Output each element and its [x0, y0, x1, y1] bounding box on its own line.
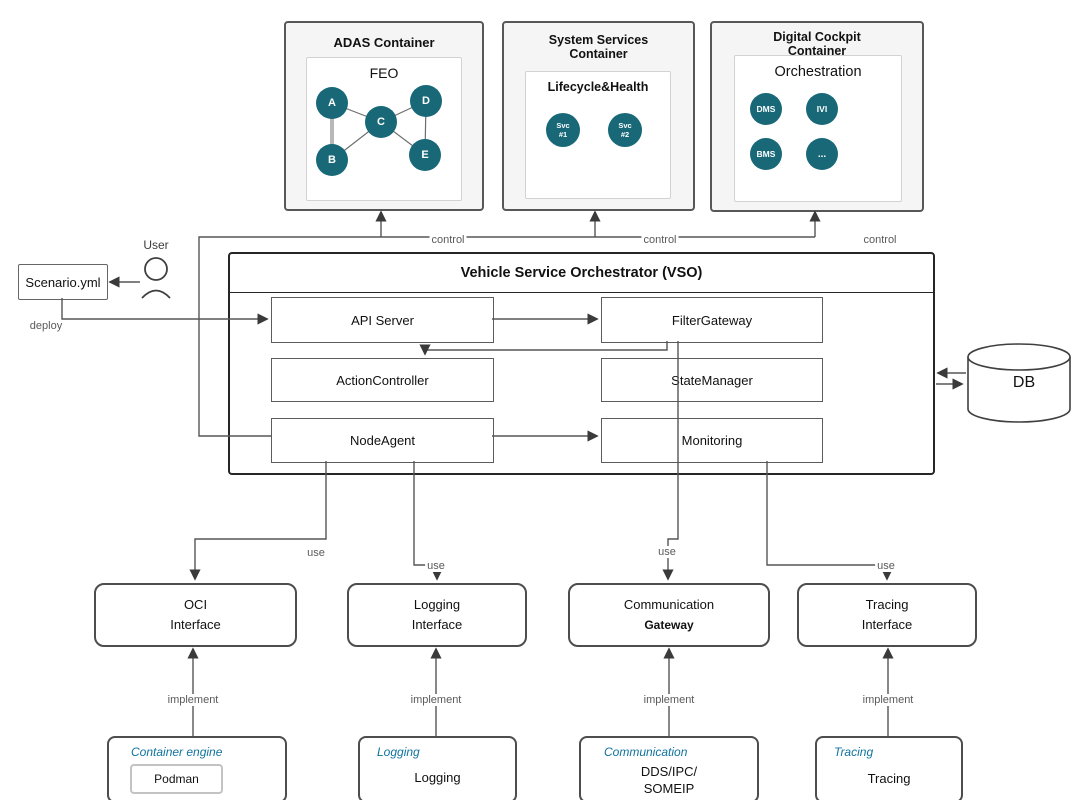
oci-interface-box: OCI Interface: [94, 583, 297, 647]
communication-impl-box: Communication DDS/IPC/ SOMEIP: [579, 736, 759, 800]
implement-label-2: implement: [408, 694, 464, 706]
node-agent-box: NodeAgent: [271, 418, 494, 463]
feo-node-e: E: [409, 139, 441, 171]
tracing-interface-line1: Tracing: [865, 597, 909, 612]
podman-box: Podman: [130, 764, 223, 794]
communication-impl-title: Communication: [604, 745, 688, 759]
bms-node: BMS: [750, 138, 782, 170]
communication-impl-content-line1: DDS/IPC/: [640, 764, 698, 779]
oci-interface-line2: Interface: [170, 617, 221, 632]
adas-container: ADAS Container FEO: [284, 21, 484, 211]
feo-node-d: D: [410, 85, 442, 117]
implement-label-4: implement: [860, 694, 916, 706]
adas-container-title: ADAS Container: [333, 35, 435, 50]
svc2-node: Svc #2: [608, 113, 642, 147]
container-engine-title: Container engine: [131, 745, 223, 759]
scenario-yml-box: Scenario.yml: [18, 264, 108, 300]
system-services-title-line1: System Services: [548, 33, 649, 47]
use-label-1: use: [305, 547, 327, 559]
use-arrow-tracing: [766, 461, 893, 581]
system-services-container: System Services Container Lifecycle&Heal…: [502, 21, 695, 211]
logging-impl-content: Logging: [414, 770, 461, 785]
logging-interface-line1: Logging: [413, 597, 461, 612]
orchestration-title: Orchestration: [774, 64, 862, 80]
communication-impl-content-line2: SOMEIP: [643, 781, 695, 796]
control-label-2: control: [641, 234, 679, 246]
svc2-line2: #2: [620, 130, 630, 139]
use-label-3: use: [656, 546, 678, 558]
feo-title: FEO: [369, 65, 399, 81]
tracing-impl-title: Tracing: [834, 745, 874, 759]
deploy-label: deploy: [27, 320, 65, 332]
use-label-2: use: [425, 560, 447, 572]
orchestration-box: Orchestration: [734, 55, 902, 202]
communication-gateway-box: Communication Gateway: [568, 583, 770, 647]
implement-label-1: implement: [165, 694, 221, 706]
api-server-box: API Server: [271, 297, 494, 343]
logging-impl-title: Logging: [377, 745, 420, 759]
logging-interface-box: Logging Interface: [347, 583, 527, 647]
tracing-interface-line2: Interface: [861, 617, 913, 632]
vso-title: Vehicle Service Orchestrator (VSO): [230, 254, 933, 293]
system-services-title-line2: Container: [569, 47, 628, 61]
logging-interface-line2: Interface: [411, 617, 463, 632]
tracing-impl-content: Tracing: [867, 771, 911, 786]
control-label-3: control: [861, 234, 899, 246]
ivi-node: IVI: [806, 93, 838, 125]
svc1-node: Svc #1: [546, 113, 580, 147]
action-controller-box: ActionController: [271, 358, 494, 402]
digital-cockpit-title-line2: Container: [787, 44, 847, 58]
logging-impl-box: Logging Logging: [358, 736, 517, 800]
digital-cockpit-title-line1: Digital Cockpit: [773, 30, 861, 44]
tracing-impl-box: Tracing Tracing: [815, 736, 963, 800]
container-engine-box: Container engine Podman: [107, 736, 287, 800]
db-label: DB: [1012, 374, 1036, 391]
feo-node-a: A: [316, 87, 348, 119]
tracing-interface-box: Tracing Interface: [797, 583, 977, 647]
oci-interface-line1: OCI: [183, 597, 208, 612]
state-manager-box: StateManager: [601, 358, 823, 402]
lifecycle-health-title: Lifecycle&Health: [547, 80, 649, 94]
use-label-4: use: [875, 560, 897, 572]
user-icon: [141, 257, 171, 299]
control-label-1: control: [429, 234, 467, 246]
implement-label-3: implement: [641, 694, 697, 706]
dms-node: DMS: [750, 93, 782, 125]
filter-gateway-box: FilterGateway: [601, 297, 823, 343]
more-services-node: ...: [806, 138, 838, 170]
user-label: User: [143, 238, 169, 252]
feo-node-b: B: [316, 144, 348, 176]
svc2-line1: Svc: [618, 121, 632, 130]
svc1-line2: #1: [558, 130, 568, 139]
use-arrow-oci: [189, 461, 327, 581]
communication-gateway-line2: Gateway: [644, 618, 694, 632]
svc1-line1: Svc: [556, 121, 570, 130]
communication-gateway-line1: Communication: [623, 597, 715, 612]
feo-node-c: C: [365, 106, 397, 138]
monitoring-box: Monitoring: [601, 418, 823, 463]
